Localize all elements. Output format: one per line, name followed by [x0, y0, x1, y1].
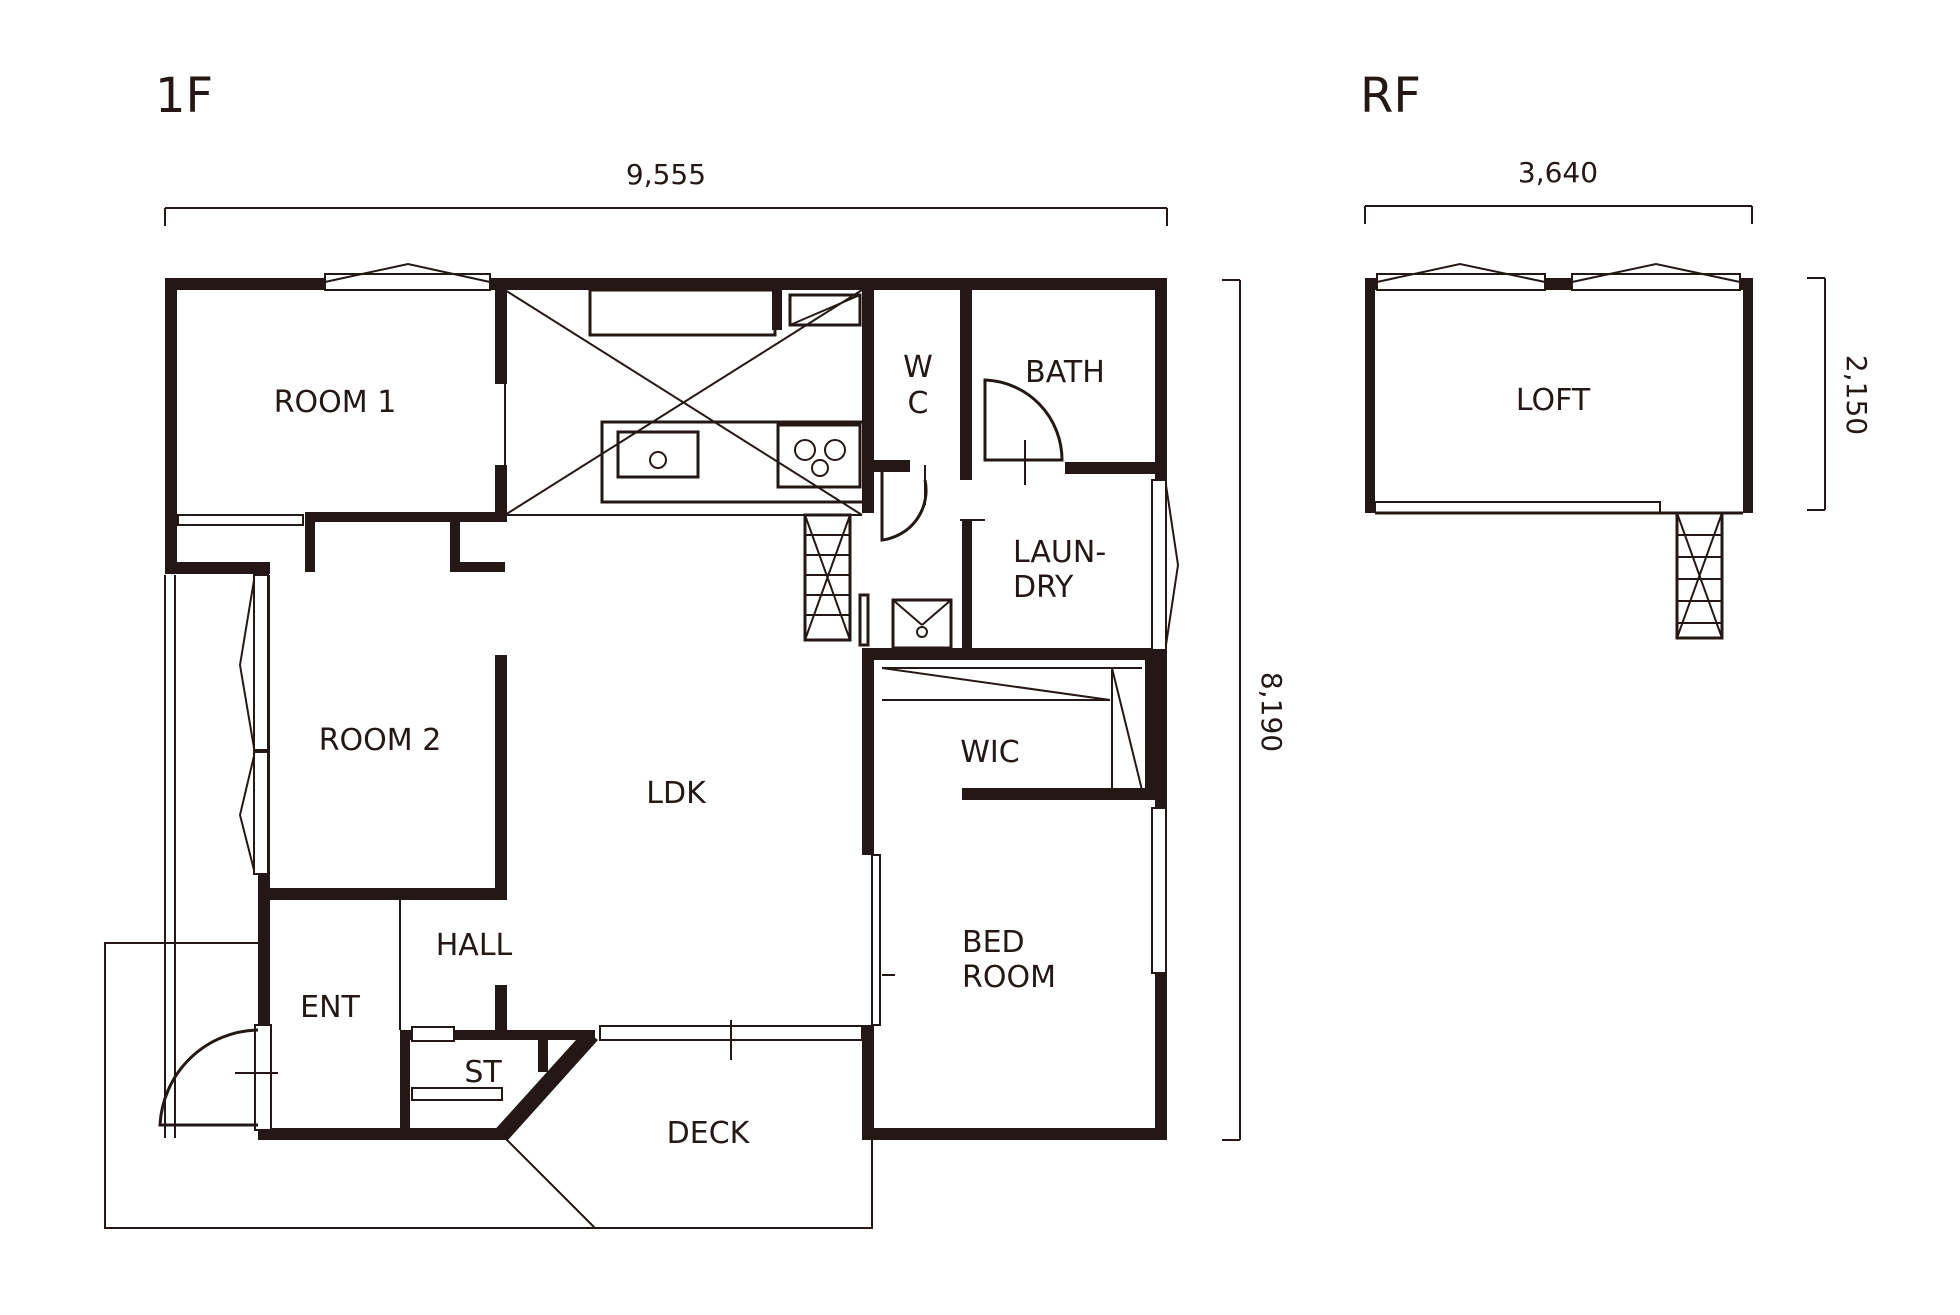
ldk-label: LDK: [646, 776, 707, 811]
bath-door-swing: [983, 378, 1064, 462]
st-label: ST: [464, 1055, 502, 1090]
faucet-icon: [649, 451, 667, 469]
roof-floor-title: RF: [1360, 68, 1421, 124]
hall-st-shelf: [411, 1026, 455, 1042]
wc-label-line2: C: [908, 386, 929, 421]
interior-walls: [260, 278, 1167, 1140]
fridge-space: [788, 293, 862, 327]
doors: [158, 378, 1064, 1127]
ent-label: ENT: [300, 990, 360, 1025]
burner-icon-3: [811, 459, 829, 477]
bath-label: BATH: [1025, 355, 1105, 390]
roof-floor-plan: RF 3,640 2,150: [1360, 68, 1873, 640]
wic-closet: [881, 667, 1143, 791]
burner-icon-2: [824, 439, 846, 461]
washbasin: [858, 593, 953, 650]
bedroom-window: [1151, 807, 1167, 974]
loft-walls: [1365, 262, 1753, 515]
wc-door-swing: [880, 470, 928, 542]
deck-label: DECK: [667, 1116, 751, 1151]
bedroom-label-line1: BED: [962, 925, 1025, 960]
laundry-label-line2: DRY: [1013, 570, 1074, 605]
staircase: [803, 513, 852, 642]
ldk-bedroom-sliding-door: [871, 854, 881, 1026]
loft-ladder: [1675, 511, 1724, 640]
ent-door-frame: [254, 1024, 272, 1131]
room2-label: ROOM 2: [319, 723, 442, 758]
loft-label: LOFT: [1516, 383, 1591, 418]
roof-depth-label: 2,150: [1840, 355, 1873, 435]
first-floor-title: 1F: [155, 68, 213, 124]
first-floor-plan: 1F 9,555 8,190: [104, 68, 1288, 1229]
deck-outline: [104, 575, 873, 1229]
kitchen-counter: [600, 420, 866, 504]
cooktop: [776, 423, 862, 489]
room2-window-upper: [253, 574, 269, 751]
range-hood: [588, 288, 777, 337]
first-floor-depth-dimension: 8,190: [1222, 279, 1288, 1141]
windows: [177, 262, 1180, 1131]
wic-label: WIC: [960, 735, 1019, 770]
burner-icon-1: [794, 439, 816, 461]
ent-door-swing: [158, 1028, 259, 1127]
roof-width-dimension: 3,640: [1364, 156, 1753, 224]
first-floor-width-label: 9,555: [626, 158, 706, 191]
roof-width-label: 3,640: [1518, 156, 1598, 189]
kitchen: [504, 288, 866, 516]
wc-label-line1: W: [903, 350, 933, 385]
hall-label: HALL: [436, 928, 513, 963]
kitchen-sink: [616, 430, 700, 479]
first-floor-width-dimension: 9,555: [164, 158, 1168, 226]
st-window: [411, 1087, 503, 1101]
first-floor-depth-label: 8,190: [1255, 672, 1288, 752]
roof-depth-dimension: 2,150: [1807, 277, 1873, 511]
room1-label: ROOM 1: [274, 385, 397, 420]
laundry-window: [1151, 479, 1167, 651]
room1-bottom-window: [177, 514, 304, 526]
first-floor-room-labels: ROOM 1 ROOM 2 LDK HALL ENT ST DECK W C B…: [274, 350, 1106, 1151]
laundry-label-line1: LAUN-: [1013, 535, 1106, 570]
room2-window-lower: [253, 751, 269, 875]
bedroom-label-line2: ROOM: [962, 960, 1056, 995]
